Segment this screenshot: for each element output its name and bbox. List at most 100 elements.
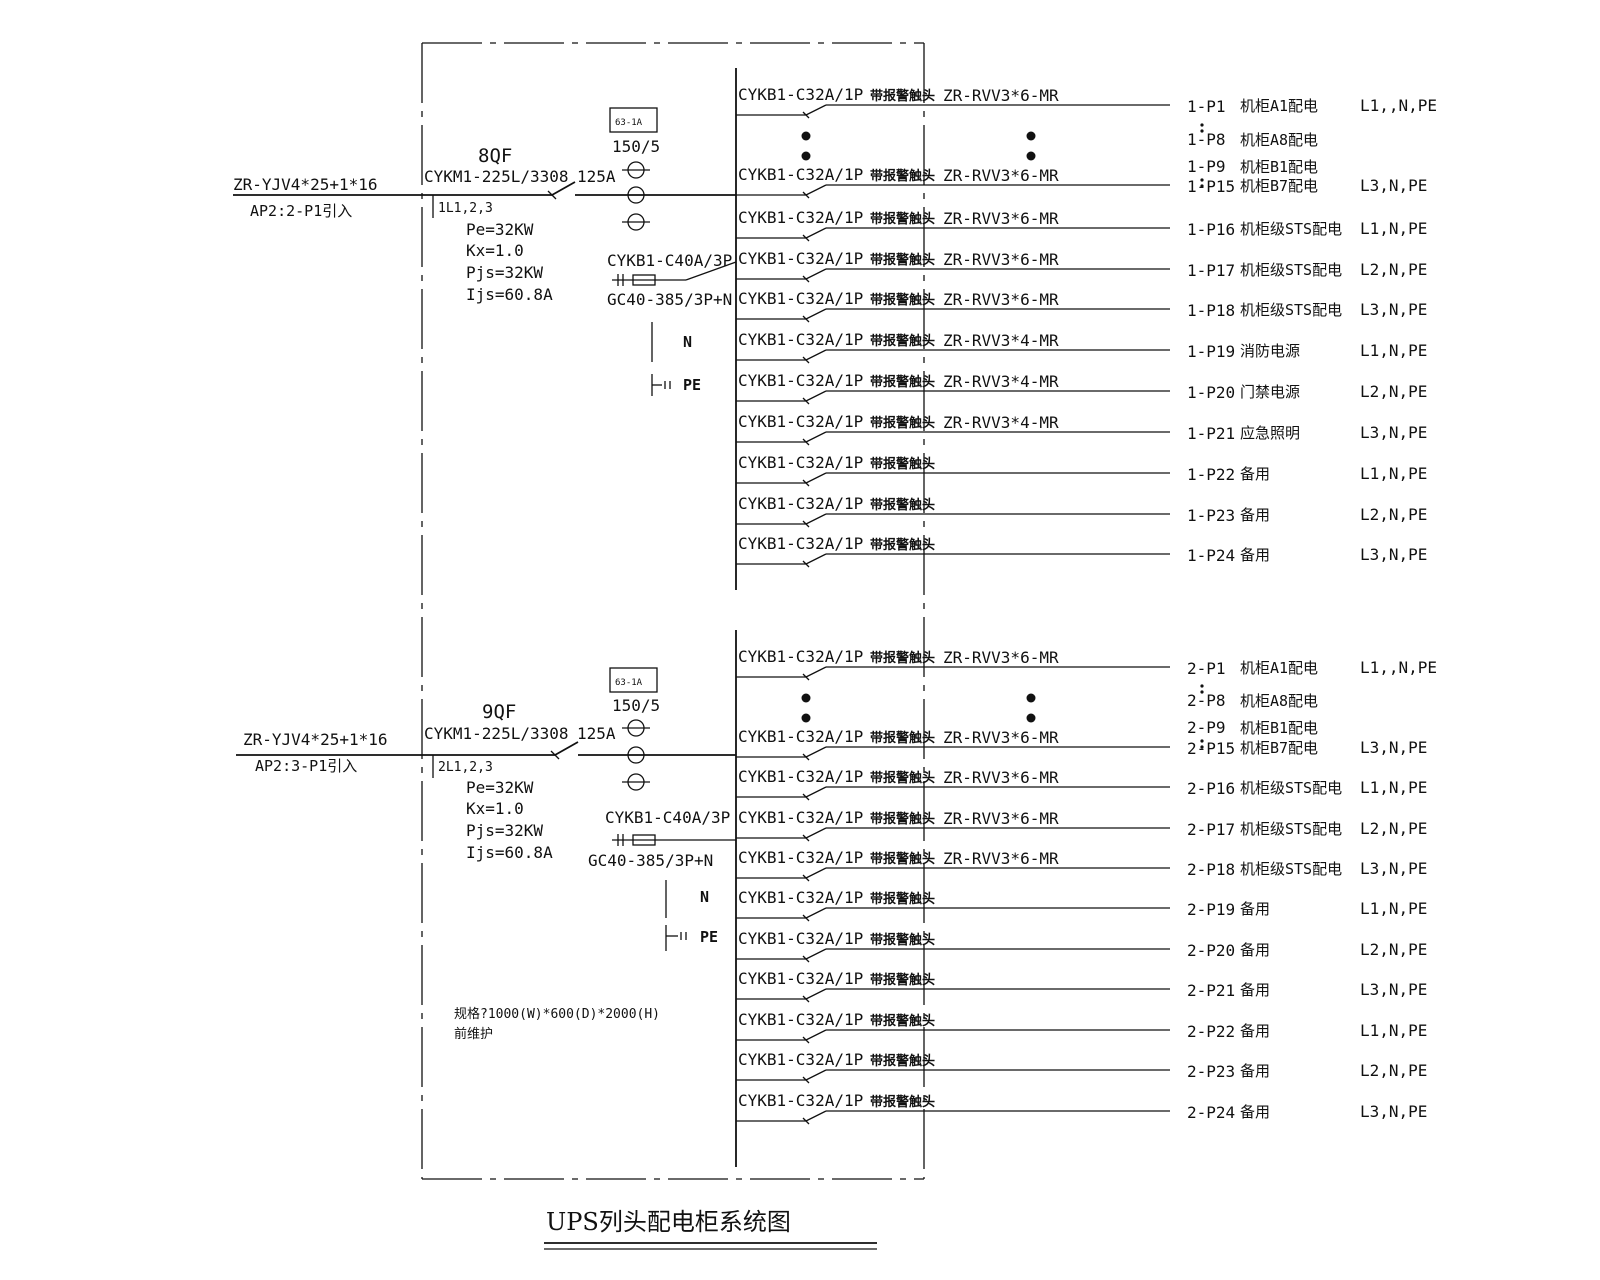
- circuit-phase: L3,N,PE: [1360, 300, 1427, 319]
- main-breaker-contact: [554, 741, 579, 756]
- circuit-number: 1-P23: [1187, 506, 1235, 525]
- alarm-contact-label: 带报警触头: [870, 811, 935, 827]
- branch-breaker-contact: [805, 227, 827, 239]
- ellipsis-dots: [801, 684, 1204, 749]
- alarm-contact-label: 带报警触头: [870, 88, 935, 104]
- load-kx: Kx=1.0: [466, 799, 524, 818]
- branch-breaker-mark: [802, 1076, 810, 1084]
- branch-breaker-mark: [802, 995, 810, 1003]
- circuit-phase: L2,N,PE: [1360, 940, 1427, 959]
- branch-cable-spec: ZR-RVV3*4-MR: [943, 331, 1059, 350]
- load-pjs: Pjs=32KW: [466, 821, 543, 840]
- branch-breaker-contact: [805, 746, 827, 758]
- circuit-number: 1-P21: [1187, 424, 1235, 443]
- alarm-contact-label: 带报警触头: [870, 456, 935, 472]
- circuit-name: 备用: [1240, 1062, 1270, 1080]
- spd-breaker: CYKB1-C40A/3P: [605, 808, 730, 827]
- branch-breaker-model: CYKB1-C32A/1P: [738, 888, 863, 907]
- circuit-name: 机柜级STS配电: [1240, 301, 1342, 319]
- alarm-contact-label: 带报警触头: [870, 252, 935, 268]
- circuit-number: 2-P8: [1187, 691, 1226, 710]
- pe-symbol: [665, 925, 687, 951]
- branch-breaker-contact: [805, 948, 827, 960]
- ct-ratio: 150/5: [612, 137, 660, 156]
- main-breaker-contact: [551, 181, 576, 196]
- branch-breaker-contact: [805, 1069, 827, 1081]
- branch-breaker-mark: [802, 397, 810, 405]
- branch-breaker-contact: [805, 390, 827, 402]
- main-breaker-name: 9QF: [482, 701, 516, 723]
- circuit-name: 消防电源: [1240, 342, 1300, 360]
- branch-breaker-contact: [805, 308, 827, 320]
- alarm-contact-label: 带报警触头: [870, 650, 935, 666]
- branch-cable-spec: ZR-RVV3*4-MR: [943, 372, 1059, 391]
- circuit-phase: L1,N,PE: [1360, 899, 1427, 918]
- branch-breaker-mark: [802, 275, 810, 283]
- circuit-name: 机柜级STS配电: [1240, 220, 1342, 238]
- circuit-number: 2-P22: [1187, 1022, 1235, 1041]
- circuit-phase: L3,N,PE: [1360, 738, 1427, 757]
- circuit-name: 机柜级STS配电: [1240, 860, 1342, 878]
- alarm-contact-label: 带报警触头: [870, 497, 935, 513]
- circuit-phase: L3,N,PE: [1360, 545, 1427, 564]
- branch-breaker-mark: [802, 955, 810, 963]
- circuit-phase: L1,N,PE: [1360, 1021, 1427, 1040]
- diagram-title: UPS列头配电柜系统图: [546, 1208, 791, 1236]
- spd-breaker: CYKB1-C40A/3P: [607, 251, 732, 270]
- ammeter-box: [609, 667, 658, 693]
- spd-symbol: [612, 834, 736, 846]
- circuit-number: 2-P17: [1187, 820, 1235, 839]
- circuit-phase: L2,N,PE: [1360, 1061, 1427, 1080]
- branch-breaker-contact: [805, 472, 827, 484]
- branch-breaker-mark: [802, 356, 810, 364]
- branch-breaker-model: CYKB1-C32A/1P: [738, 1091, 863, 1110]
- section-2: ZR-YJV4*25+1*16 AP2:3-P1引入 9QF CYKM1-225…: [236, 630, 1437, 1167]
- load-kx: Kx=1.0: [466, 241, 524, 260]
- alarm-contact-label: 带报警触头: [870, 932, 935, 948]
- branch-breaker-model: CYKB1-C32A/1P: [738, 289, 863, 308]
- load-pe: Pe=32KW: [466, 220, 534, 239]
- branch-cable-spec: ZR-RVV3*4-MR: [943, 413, 1059, 432]
- branch-breaker-mark: [802, 874, 810, 882]
- circuit-name: 备用: [1240, 506, 1270, 524]
- branch-breaker-model: CYKB1-C32A/1P: [738, 249, 863, 268]
- branch-breaker-mark: [802, 834, 810, 842]
- branch-breaker-mark: [802, 315, 810, 323]
- alarm-contact-label: 带报警触头: [870, 211, 935, 227]
- branch-breaker-contact: [805, 184, 827, 196]
- branch-breaker-mark: [802, 111, 810, 119]
- circuit-number: 2-P24: [1187, 1103, 1235, 1122]
- current-transformers: [622, 719, 650, 791]
- circuit-phase: L1,,N,PE: [1360, 96, 1437, 115]
- circuit-name: 机柜级STS配电: [1240, 820, 1342, 838]
- branch-breaker-mark: [802, 191, 810, 199]
- pe-label: PE: [683, 376, 701, 394]
- branch-breaker-contact: [805, 867, 827, 879]
- circuit-phase: L1,,N,PE: [1360, 658, 1437, 677]
- spd-symbol: [612, 261, 737, 286]
- ellipsis-dots: [801, 123, 1204, 188]
- branch-breaker-mark: [802, 1036, 810, 1044]
- branch-breaker-contact: [805, 786, 827, 798]
- circuit-name: 应急照明: [1240, 424, 1300, 442]
- branch-cable-spec: ZR-RVV3*6-MR: [943, 768, 1059, 787]
- branch-breaker-model: CYKB1-C32A/1P: [738, 371, 863, 390]
- cabinet-boundary: [421, 42, 925, 1180]
- circuit-name: 备用: [1240, 1103, 1270, 1121]
- circuit-name: 机柜级STS配电: [1240, 779, 1342, 797]
- branch-breaker-model: CYKB1-C32A/1P: [738, 808, 863, 827]
- circuit-phase: L3,N,PE: [1360, 176, 1427, 195]
- branch-breaker-model: CYKB1-C32A/1P: [738, 494, 863, 513]
- alarm-contact-label: 带报警触头: [870, 1013, 935, 1029]
- circuit-number: 2-P23: [1187, 1062, 1235, 1081]
